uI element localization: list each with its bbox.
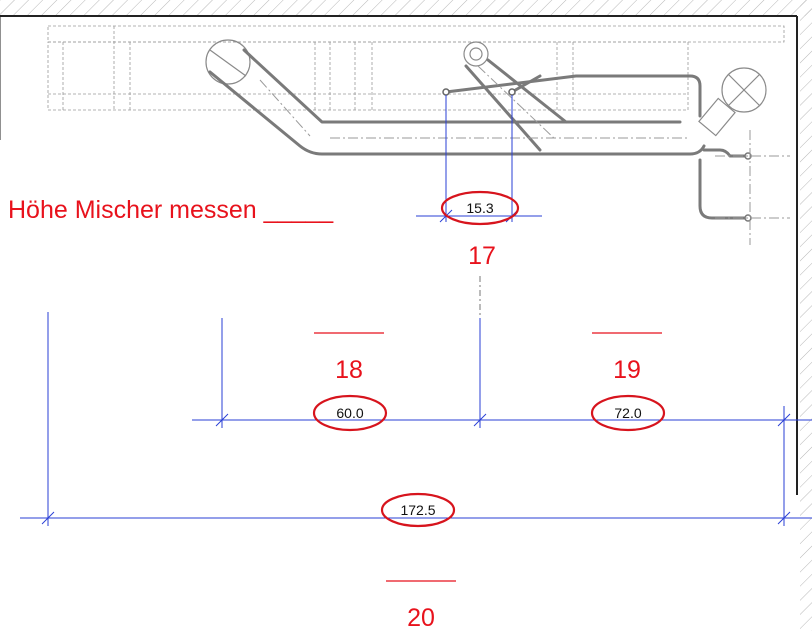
measurement-60: 60.0 xyxy=(312,394,388,432)
marker-19: 19 xyxy=(592,332,662,384)
measurement-172-5: 172.5 xyxy=(380,492,456,528)
marker-number: 20 xyxy=(407,604,435,631)
highlight-oval xyxy=(380,492,456,528)
highlight-oval xyxy=(440,190,520,226)
tile-strip xyxy=(47,25,785,111)
dimension-value: 72.0 xyxy=(614,405,641,421)
marker-number: 18 xyxy=(335,356,363,384)
marker-number: 19 xyxy=(613,356,641,384)
mixer-height-note: Höhe Mischer messen _____ xyxy=(8,196,334,224)
marker-18: 18 xyxy=(314,332,384,384)
marker-17: 17 xyxy=(468,242,496,270)
marker-20: 20 xyxy=(386,580,456,631)
measurement-72: 72.0 xyxy=(590,394,666,432)
highlight-oval xyxy=(312,394,388,432)
measurement-15-3: 15.3 xyxy=(440,190,520,226)
dimension-value: 15.3 xyxy=(466,200,493,216)
marker-number: 17 xyxy=(468,242,496,270)
pipe-run xyxy=(205,39,790,245)
highlight-oval xyxy=(590,394,666,432)
dimension-lines xyxy=(20,95,812,526)
dimension-value: 60.0 xyxy=(336,405,363,421)
dimension-value: 172.5 xyxy=(400,502,435,518)
